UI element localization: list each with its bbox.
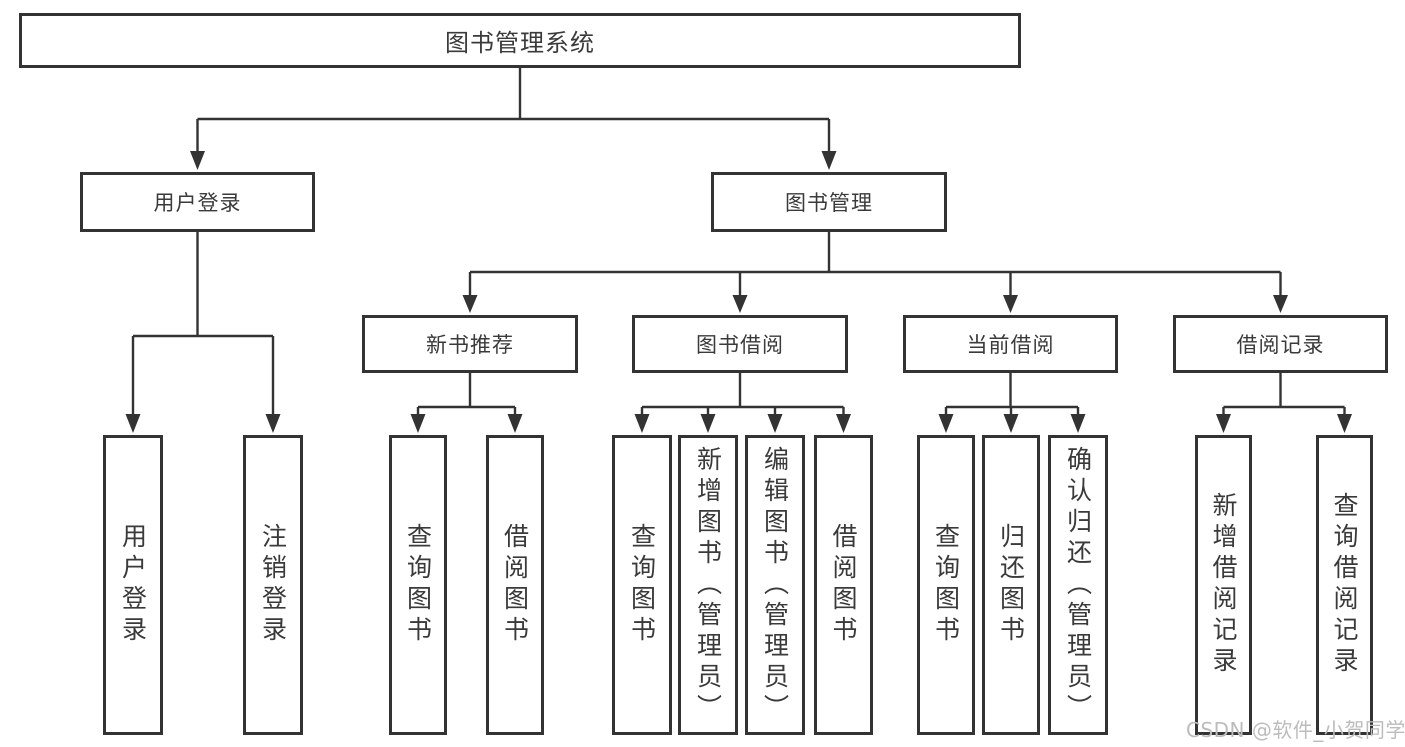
- leaf-return-books: 归还图书: [982, 435, 1040, 735]
- leaf-query-books-recommend-label: 查询图书: [403, 523, 433, 647]
- node-book-borrowing-label: 图书借阅: [696, 333, 784, 357]
- node-new-book-recommend-label: 新书推荐: [426, 333, 514, 357]
- leaf-return-books-label: 归还图书: [996, 523, 1026, 647]
- leaf-confirm-return-admin-label: 确认归还（管理员）: [1063, 445, 1093, 725]
- csdn-watermark: CSDN @软件_小贺同学: [1186, 718, 1405, 742]
- leaf-logout: 注销登录: [243, 435, 303, 735]
- leaf-borrow-books-recommend: 借阅图书: [486, 435, 544, 735]
- leaf-query-books-borrowing-label: 查询图书: [627, 523, 657, 647]
- leaf-borrow-books-borrowing: 借阅图书: [814, 435, 873, 735]
- leaf-confirm-return-admin: 确认归还（管理员）: [1048, 435, 1108, 735]
- arrowhead-group: [125, 151, 1352, 433]
- leaf-query-books-borrowing: 查询图书: [612, 435, 672, 735]
- node-user-login: 用户登录: [80, 172, 315, 232]
- leaf-logout-label: 注销登录: [258, 523, 288, 647]
- leaf-add-books-admin: 新增图书（管理员）: [678, 435, 738, 735]
- leaf-borrow-books-borrowing-label: 借阅图书: [829, 523, 858, 647]
- leaf-query-books-current-label: 查询图书: [931, 523, 961, 647]
- node-user-login-label: 用户登录: [153, 191, 242, 215]
- node-borrowing-records-label: 借阅记录: [1236, 333, 1325, 357]
- node-new-book-recommend: 新书推荐: [362, 315, 578, 373]
- leaf-add-borrow-record-label: 新增借阅记录: [1209, 492, 1238, 678]
- node-book-management: 图书管理: [711, 172, 947, 232]
- leaf-edit-books-admin: 编辑图书（管理员）: [745, 435, 805, 735]
- leaf-query-borrow-record: 查询借阅记录: [1316, 435, 1373, 735]
- node-current-borrowing: 当前借阅: [903, 315, 1118, 373]
- node-borrowing-records: 借阅记录: [1173, 315, 1388, 373]
- leaf-query-books-recommend: 查询图书: [389, 435, 447, 735]
- leaf-edit-books-admin-label: 编辑图书（管理员）: [760, 445, 790, 725]
- node-root-system: 图书管理系统: [19, 13, 1021, 68]
- leaf-query-books-current: 查询图书: [917, 435, 975, 735]
- node-current-borrowing-label: 当前借阅: [966, 333, 1055, 357]
- node-root-label: 图书管理系统: [445, 29, 595, 57]
- node-book-management-label: 图书管理: [785, 191, 873, 215]
- node-book-borrowing: 图书借阅: [632, 315, 848, 373]
- leaf-user-login-label: 用户登录: [118, 523, 148, 647]
- leaf-add-borrow-record: 新增借阅记录: [1195, 435, 1252, 735]
- leaf-user-login: 用户登录: [103, 435, 163, 735]
- leaf-borrow-books-recommend-label: 借阅图书: [500, 523, 530, 647]
- leaf-add-books-admin-label: 新增图书（管理员）: [693, 445, 723, 725]
- leaf-query-borrow-record-label: 查询借阅记录: [1330, 492, 1359, 678]
